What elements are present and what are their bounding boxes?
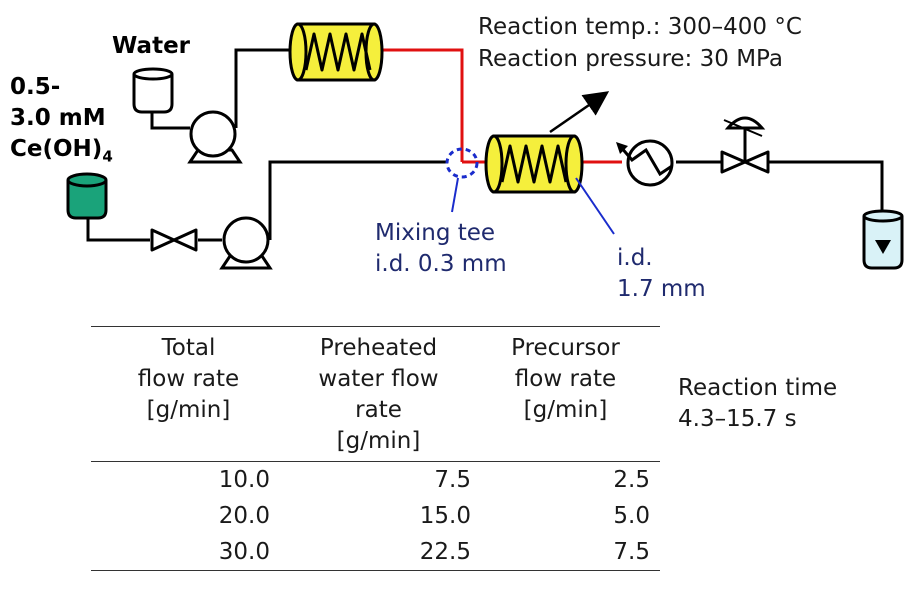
header-precursor-flow-rate: Precursor flow rate [g/min] <box>511 335 620 423</box>
table-row: 20.0 15.0 5.0 <box>91 498 660 534</box>
cell-water-flow: 15.0 <box>419 503 471 529</box>
reaction-temp-label: Reaction temp.: 300–400 °C <box>478 14 802 40</box>
reactor <box>484 134 584 194</box>
cell-precursor-flow: 7.5 <box>613 539 650 565</box>
water-line <box>150 48 292 130</box>
water-vessel <box>132 67 174 114</box>
cell-precursor-flow: 2.5 <box>613 467 650 493</box>
header-preheated-water-flow-rate: Preheated water flow rate [g/min] <box>318 335 439 454</box>
cell-total-flow: 10.0 <box>218 467 270 493</box>
precursor-vessel <box>66 172 108 220</box>
preheater <box>288 22 384 82</box>
reaction-pressure-label: Reaction pressure: 30 MPa <box>478 46 783 72</box>
cooler <box>616 139 674 187</box>
precursor-label: 0.5- 3.0 mM Ce(OH)4 <box>10 74 113 166</box>
precursor-pump <box>219 216 273 270</box>
table-header-row: Total flow rate [g/min] Preheated water … <box>91 326 660 462</box>
mixing-tee-marker <box>445 147 479 179</box>
cell-total-flow: 20.0 <box>218 503 270 529</box>
precursor-subscript: 4 <box>102 147 113 166</box>
water-pump <box>187 110 243 164</box>
cell-total-flow: 30.0 <box>218 539 270 565</box>
precursor-line <box>86 160 448 242</box>
inner-diameter-leader <box>575 177 615 235</box>
precursor-valve <box>150 228 198 252</box>
collection-vessel <box>862 209 904 270</box>
flow-rate-table: Total flow rate [g/min] Preheated water … <box>91 326 660 571</box>
mixing-tee-leader <box>451 177 459 213</box>
table-row: 10.0 7.5 2.5 <box>91 462 660 499</box>
cell-water-flow: 22.5 <box>419 539 471 565</box>
reactor-pointer-arrow <box>549 91 610 134</box>
back-pressure-regulator <box>720 116 770 174</box>
table-row: 30.0 22.5 7.5 <box>91 534 660 571</box>
cell-water-flow: 7.5 <box>434 467 471 493</box>
header-total-flow-rate: Total flow rate [g/min] <box>137 335 240 423</box>
inner-diameter-label: i.d. 1.7 mm <box>617 245 706 302</box>
water-label: Water <box>112 33 191 59</box>
reaction-time-label: Reaction time 4.3–15.7 s <box>678 375 838 432</box>
cell-precursor-flow: 5.0 <box>613 503 650 529</box>
outlet-line <box>676 160 884 250</box>
mixing-tee-label: Mixing tee i.d. 0.3 mm <box>375 220 507 277</box>
